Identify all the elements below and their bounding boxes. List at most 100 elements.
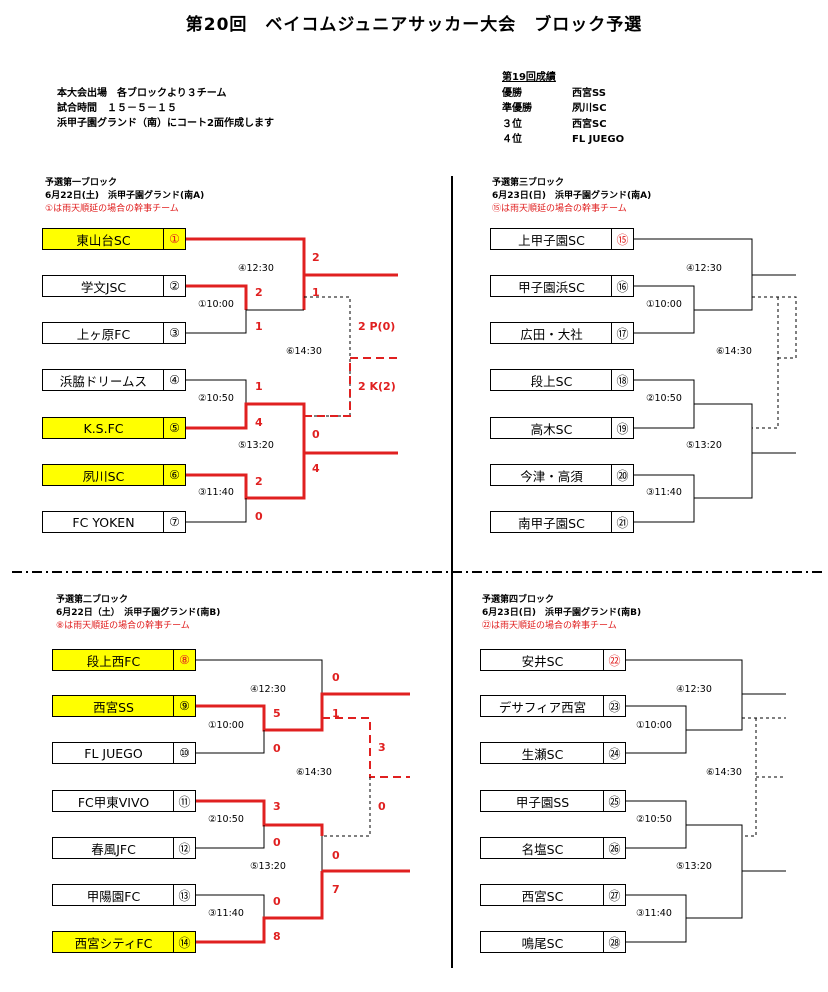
match-score: 2 <box>255 475 263 488</box>
match-score: 0 <box>378 800 386 813</box>
match-score: 0 <box>273 836 281 849</box>
match-time: ⑤13:20 <box>250 861 286 872</box>
team-name: 安井SC <box>521 653 564 669</box>
team-number: ③ <box>163 323 185 343</box>
block-name: 予選第四ブロック <box>482 595 555 605</box>
match-score: 2 K(2) <box>358 380 396 393</box>
result-rank: 準優勝 <box>502 103 532 114</box>
match-time: ⑥14:30 <box>286 346 322 357</box>
match-time: ④12:30 <box>686 263 722 274</box>
match-time: ②10:50 <box>208 814 244 825</box>
team-name: 上甲子園SC <box>518 232 585 248</box>
info-line: 試合時間 １５－５－１５ <box>57 103 177 114</box>
team-number: ㉑ <box>611 512 633 532</box>
block-1-header: 予選第一ブロック 6月22日(土) 浜甲子園グランド(南A) ①は雨天順延の場合… <box>45 177 204 216</box>
block-date: 6月23日(日) 浜甲子園グランド(南B) <box>482 608 642 618</box>
match-time: ⑤13:20 <box>676 861 712 872</box>
page-title: 第20回 ベイコムジュニアサッカー大会 ブロック予選 <box>185 15 643 35</box>
block-4-header: 予選第四ブロック 6月23日(日) 浜甲子園グランド(南B) ㉒は雨天順延の場合… <box>482 594 641 633</box>
block-3-header: 予選第三ブロック 6月23日(日) 浜甲子園グランド(南A) ⑮は雨天順延の場合… <box>492 177 651 216</box>
match-time: ④12:30 <box>238 263 274 274</box>
match-time: ①10:00 <box>208 720 244 731</box>
previous-results-title: 第19回成績 <box>502 72 556 83</box>
team-name: 今津・高須 <box>520 468 583 484</box>
result-team: 西宮SS <box>572 87 606 99</box>
team-number: ⑱ <box>611 370 633 390</box>
result-team: 夙川SC <box>572 103 607 114</box>
block-3-bracket <box>634 238 797 523</box>
result-rank: ３位 <box>502 118 522 130</box>
match-score: 7 <box>332 883 340 896</box>
team-name: K.S.FC <box>83 420 124 436</box>
team-number: ① <box>163 229 185 249</box>
team-number: ⑫ <box>173 838 195 858</box>
team-number: ⑲ <box>611 418 633 438</box>
team-name: 鳴尾SC <box>521 935 564 951</box>
team-number: ⑦ <box>163 512 185 532</box>
match-score: 1 <box>332 707 340 720</box>
team-number: ㉓ <box>603 696 625 716</box>
match-time: ⑥14:30 <box>296 767 332 778</box>
block-date: 6月23日(日) 浜甲子園グランド(南A) <box>492 191 652 201</box>
team-box: 高木SC ⑲ <box>490 417 634 439</box>
match-time: ⑤13:20 <box>238 440 274 451</box>
team-number: ⑯ <box>611 276 633 296</box>
team-name: 南甲子園SC <box>518 515 585 531</box>
match-time: ①10:00 <box>636 720 672 731</box>
block-1-bracket <box>186 237 398 523</box>
block-name: 予選第三ブロック <box>492 178 565 188</box>
team-number: ⑥ <box>163 465 185 485</box>
match-score: 5 <box>273 707 281 720</box>
team-name: 上ヶ原FC <box>76 326 131 342</box>
match-score: 0 <box>273 742 281 755</box>
result-row: ３位西宮SC <box>502 117 624 133</box>
team-number: ㉔ <box>603 743 625 763</box>
team-number: ⑭ <box>173 932 195 952</box>
match-time: ①10:00 <box>646 299 682 310</box>
team-box: 南甲子園SC ㉑ <box>490 511 634 533</box>
match-time: ②10:50 <box>198 393 234 404</box>
team-name: 春風JFC <box>91 841 136 857</box>
match-score: 8 <box>273 930 281 943</box>
match-time: ⑤13:20 <box>686 440 722 451</box>
info-line: 本大会出場 各ブロックより３チーム <box>57 88 227 99</box>
match-score: 3 <box>273 800 281 813</box>
team-number: ⑰ <box>611 323 633 343</box>
match-score: 4 <box>255 416 263 429</box>
team-name: 広田・大社 <box>520 326 583 342</box>
match-score: 0 <box>332 671 340 684</box>
match-time: ③11:40 <box>208 908 244 919</box>
match-score: 0 <box>255 510 263 523</box>
match-time: ④12:30 <box>676 684 712 695</box>
block-name: 予選第二ブロック <box>56 595 129 605</box>
match-score: 2 <box>255 286 263 299</box>
match-score: 4 <box>312 462 320 475</box>
team-name: 段上西FC <box>86 653 141 669</box>
team-box: 春風JFC ⑫ <box>52 837 196 859</box>
match-time: ②10:50 <box>636 814 672 825</box>
team-name: 高木SC <box>530 421 573 437</box>
team-name: 甲子園SS <box>515 794 570 810</box>
info-line: 浜甲子園グランド（南）にコート2面作成します <box>57 118 274 129</box>
team-number: ㉗ <box>603 885 625 905</box>
team-name: 甲陽園FC <box>86 888 141 904</box>
team-number: ㉘ <box>603 932 625 952</box>
team-name: 浜脇ドリームス <box>59 373 148 389</box>
match-time: ③11:40 <box>646 487 682 498</box>
match-score: 1 <box>312 286 320 299</box>
block-note: ①は雨天順延の場合の幹事チーム <box>45 204 179 214</box>
